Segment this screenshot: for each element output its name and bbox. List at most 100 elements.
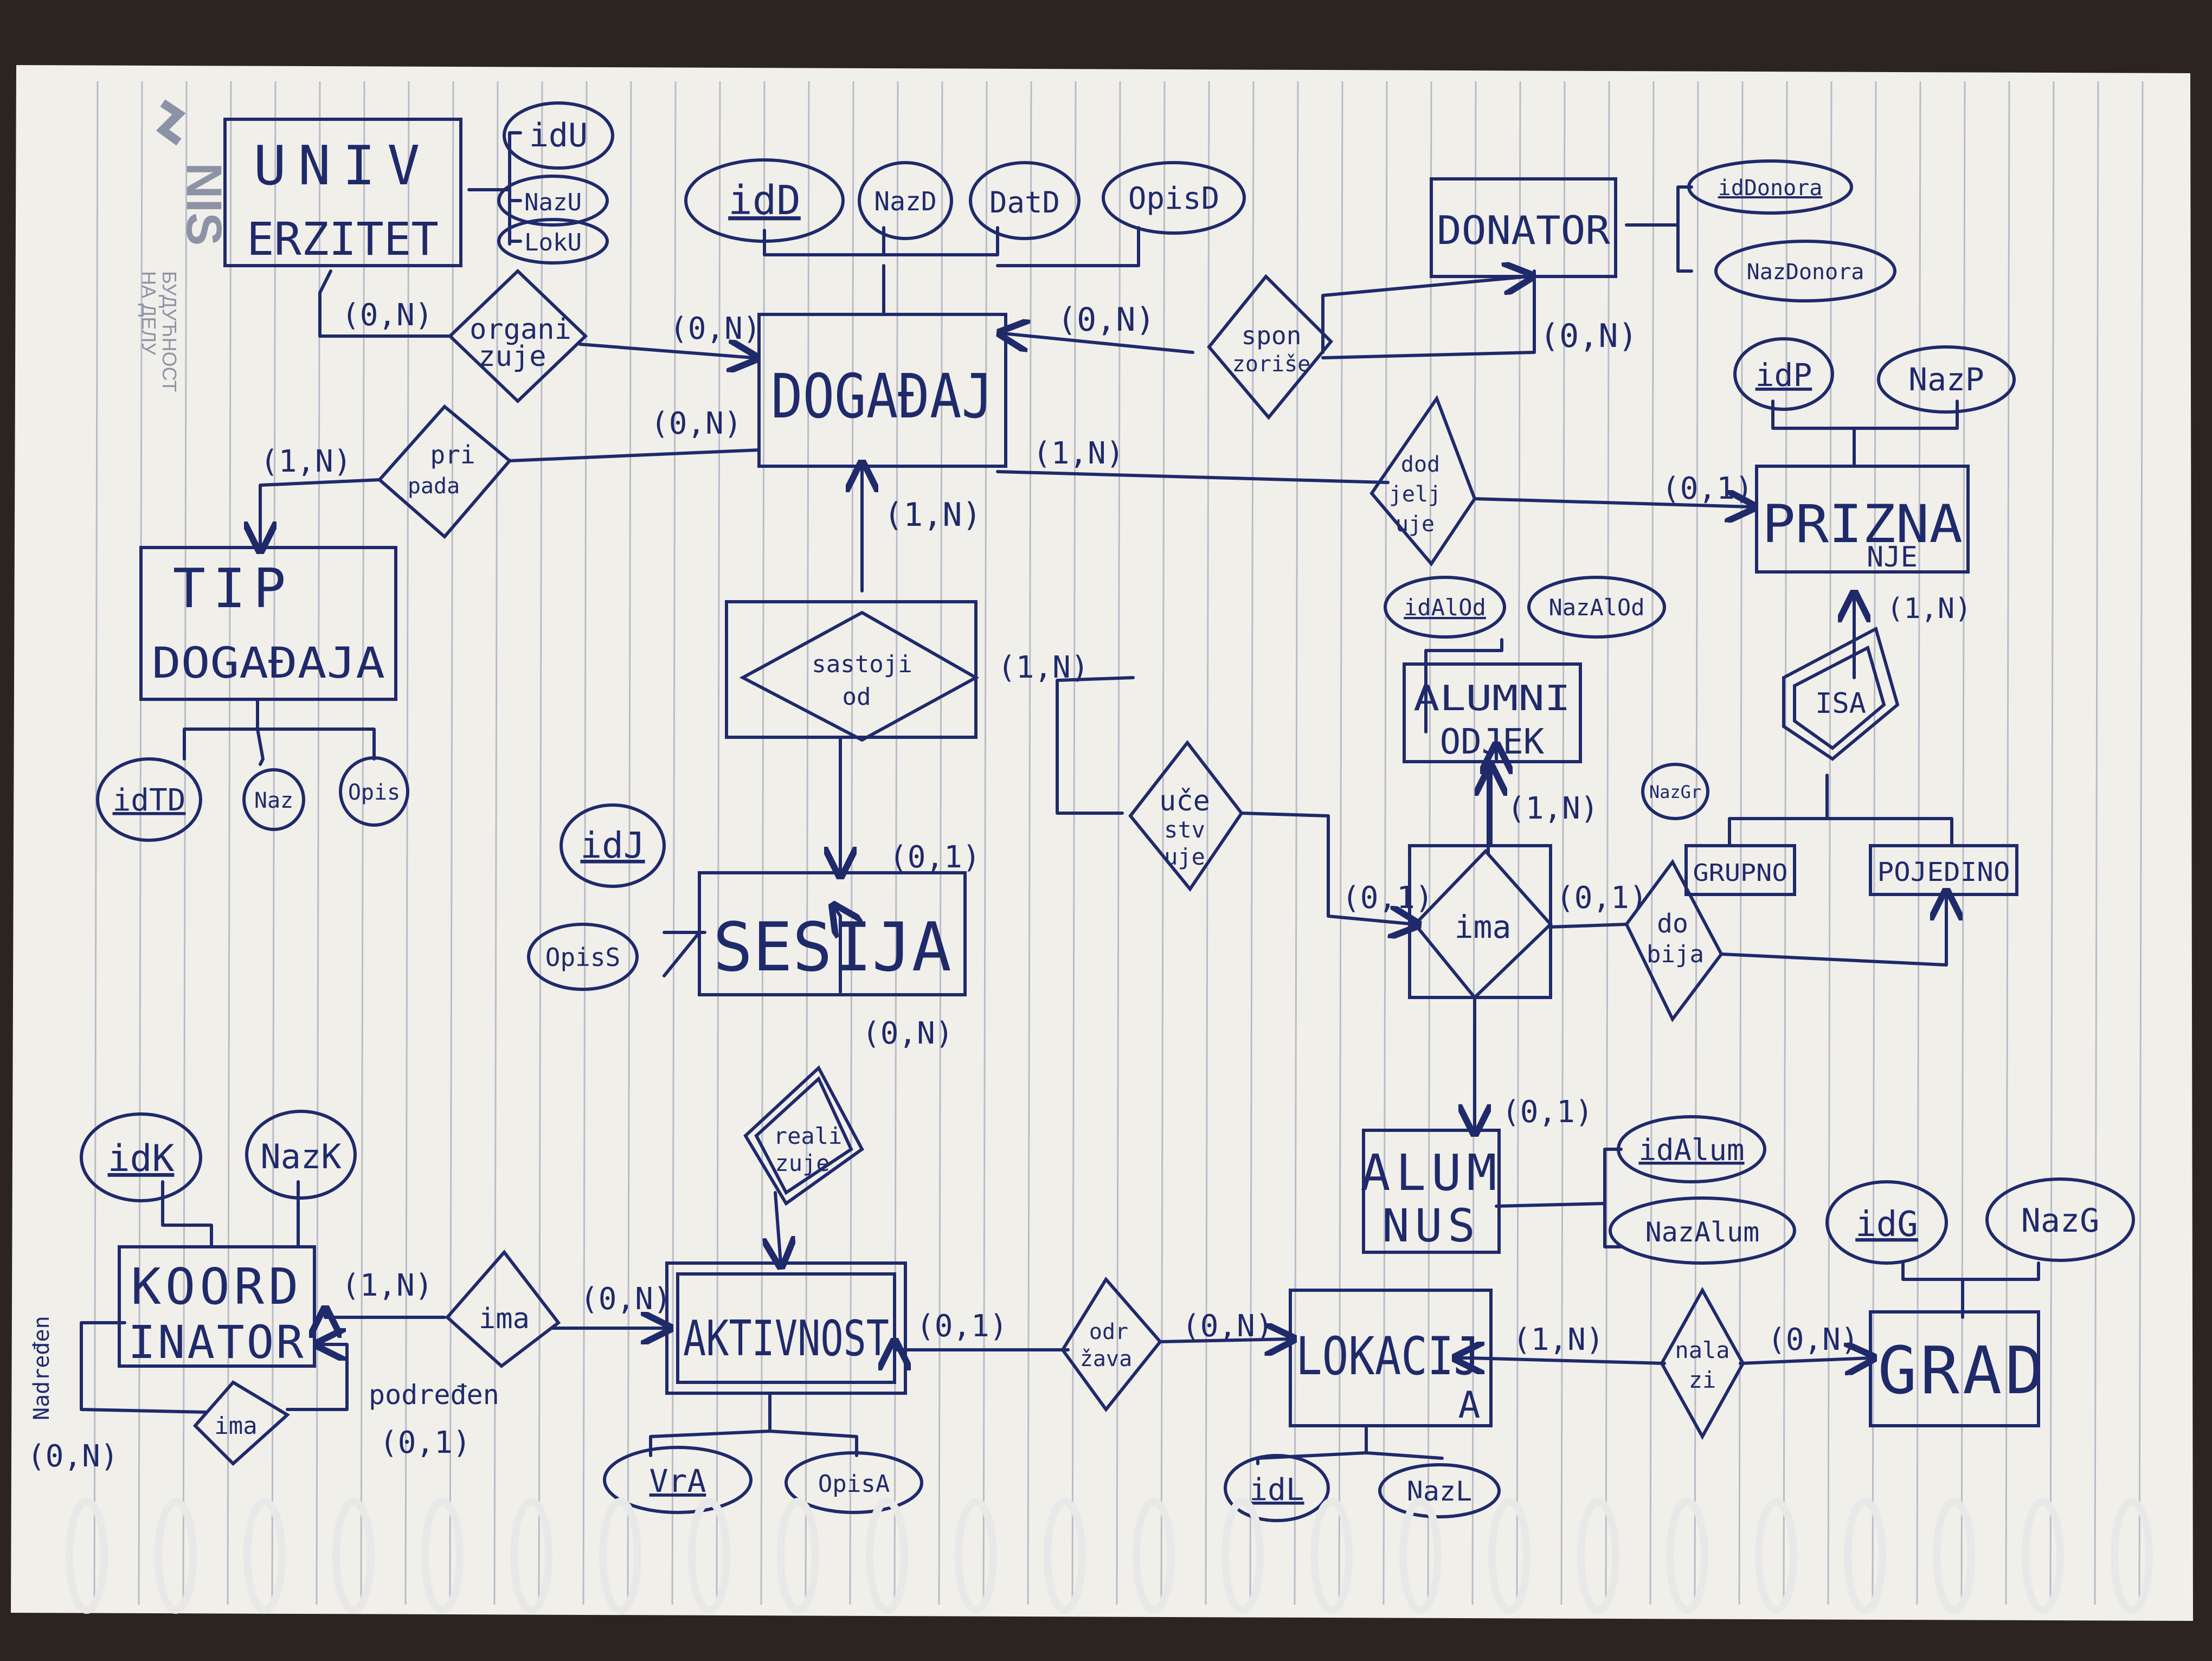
rel-dobija [1624,859,1724,1022]
ruled-line [1783,81,1788,1605]
rel-ucestvuje-line-2: stv [1164,816,1205,843]
entity-tip-dogadaja-line-2: DOGAĐAJA [152,639,385,688]
rel-ima-koord-label: ima [479,1303,530,1335]
card-ses-real: (0,N) [862,1016,954,1051]
attr-OpisTD [339,756,409,827]
attr-idU-label: idU [529,117,588,154]
role-label-nadredjen: Nadređen [29,1316,54,1420]
attr-idJ-label: idJ [580,825,645,866]
entity-grad [1869,1310,2040,1427]
attr-NazAlOd [1527,576,1666,639]
rel-dodeljuje-line-1: dod [1401,452,1440,477]
spiral-ring [955,1498,997,1614]
rel-realizuje-inner [754,1076,853,1195]
ruled-line [849,81,854,1605]
rel-organizuje-line-2: zuje [478,340,546,373]
rel-sastoji-od [739,610,980,742]
ruled-line [271,81,276,1605]
entity-univerzitet [223,118,462,267]
nis-logo: NIS БУДУЋНОСТ НА ДЕЛУ [138,99,232,392]
card-dog-prip: (0,N) [651,406,742,441]
card-podredjen: (0,1) [380,1425,471,1460]
ruled-line [760,81,766,1605]
ruled-line [1338,81,1343,1605]
attr-NazP [1877,345,2016,414]
ruled-line [493,81,499,1605]
spiral-ring [2022,1498,2064,1614]
notebook-page [11,65,2193,1621]
rel-sastoji-od-box [725,600,978,739]
ruled-line [1560,81,1566,1605]
ruled-line [1605,81,1610,1605]
attr-idTD [96,757,202,842]
rel-dobija-line-2: bija [1647,941,1704,968]
card-lok-odr: (0,N) [1182,1309,1274,1344]
attr-idD [684,158,845,243]
entity-koordinator-line-1: KOORD [131,1258,303,1316]
spiral-ring [1044,1498,1086,1614]
entity-pojedino-label: POJEDINO [1877,857,2010,887]
entity-priznanje-line-1: PRIZNA [1762,494,1963,555]
card-ima-uc: (0,1) [1342,880,1433,916]
rel-dodeljuje-line-3: uje [1396,512,1435,537]
rel-ima-alumni-box [1408,844,1552,999]
attr-OpisD [1102,161,1246,235]
spiral-ring [510,1498,552,1614]
entity-sesija [698,871,967,996]
attr-NazK [245,1110,357,1200]
ruled-line [1427,81,1432,1605]
entity-univerzitet-line-2: ERZITET [247,213,439,266]
entity-alumni-odjek [1403,662,1582,763]
attr-idTD-label: idTD [113,783,186,818]
rel-sponzorise-line-1: spon [1242,321,1302,350]
entity-dogadaj-label: DOGAĐAJ [771,362,993,432]
spiral-ring [1755,1498,1797,1614]
attr-VrA [603,1446,753,1514]
attr-NazD [858,161,953,240]
attributes: idU NazU LokU idD NazD DatD OpisD idDono… [80,101,2135,1522]
card-dog-org: (0,N) [670,311,761,346]
attr-idU [503,101,614,170]
ruled-line [1738,81,1744,1605]
rel-isa [1782,626,1900,761]
nis-logo-mark [156,99,186,146]
attr-idK [80,1112,202,1202]
rel-sponzorise-line-2: zoriše [1232,352,1311,377]
rel-ucestvuje [1128,740,1244,892]
rel-pripada-line-2: pada [408,474,460,499]
card-tip-prip: (1,N) [260,444,352,479]
spiral-ring [777,1498,819,1614]
card-sast-uc: (1,N) [998,650,1089,685]
spiral-ring [66,1498,108,1614]
entity-pojedino [1869,844,2018,896]
rel-nalazi-line-1: nala [1675,1337,1729,1363]
spiral-ring [2111,1498,2153,1614]
spiral-ring [421,1498,464,1614]
attr-NazGr [1641,763,1709,820]
attr-idK-label: idK [108,1137,175,1180]
spiral-ring [1221,1498,1264,1614]
spiral-ring [243,1498,286,1614]
ruled-line [2005,81,2010,1605]
attr-NazDonora [1714,240,1896,302]
entity-tip-dogadaja [139,546,397,701]
spiral-ring [1844,1498,1886,1614]
entity-aktivnost-inner-border [676,1272,896,1384]
ruled-line [93,81,99,1605]
attr-LokU [497,218,609,265]
rel-ima-koord [445,1250,561,1368]
attr-idD-label: idD [728,177,801,224]
ruled-line [805,81,810,1605]
spiral-ring [866,1498,908,1614]
card-koord-ima: (1,N) [342,1268,433,1303]
ruled-line [2094,81,2099,1605]
attr-idAlum-label: idAlum [1638,1133,1744,1167]
rel-pripada [377,404,512,539]
attr-idP [1733,337,1834,411]
card-akt-ima: (0,N) [580,1282,672,1317]
entity-alumnus-line-2: NUS [1382,1199,1481,1252]
attr-NazU-label: NazU [524,189,582,216]
entity-koordinator [118,1245,316,1368]
attr-idAlum [1617,1115,1766,1183]
